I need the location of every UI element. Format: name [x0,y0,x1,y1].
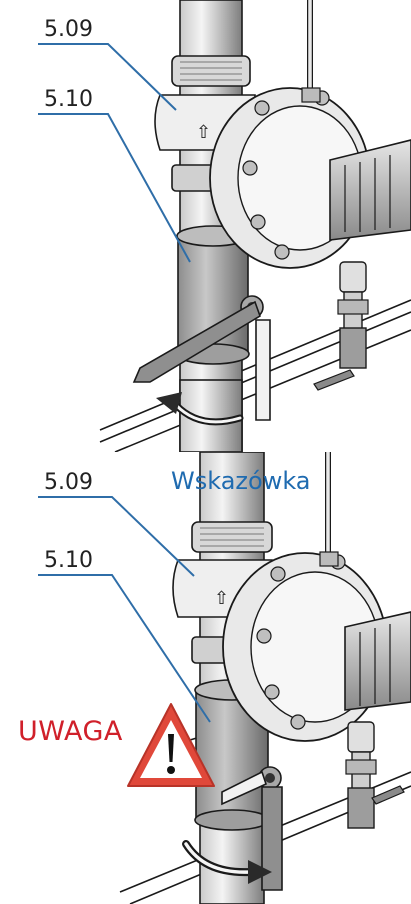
warning-triangle-icon [127,703,215,787]
label-5-10: 5.10 [44,548,93,573]
rotation-arrow-icon [182,840,272,884]
flow-arrow-icon: ⇧ [196,122,211,143]
callout-lines [38,43,191,263]
main-pipe [191,452,273,904]
label-5-10: 5.10 [44,87,93,112]
valve-diagram-bottom: ⇧ [0,452,411,904]
label-5-09: 5.09 [44,470,93,495]
valve-handle-lever [132,295,271,421]
valve-illustration-bottom: ⇧ [38,452,411,904]
flow-arrow-icon: ⇧ [214,588,229,609]
side-valve [345,721,405,829]
side-valve [313,261,369,391]
actuator-flange [222,452,411,742]
rotation-arrow-icon [156,392,244,426]
hint-label: Wskazówka [171,467,311,495]
warning-label: UWAGA [18,716,123,747]
valve-handle-lever [221,766,283,891]
valve-diagram-top: ⇧ [38,0,411,452]
callout-lines [38,496,211,723]
valve-illustration-top: ⇧ [38,0,411,452]
label-5-09: 5.09 [44,17,93,42]
actuator-flange [209,0,411,269]
